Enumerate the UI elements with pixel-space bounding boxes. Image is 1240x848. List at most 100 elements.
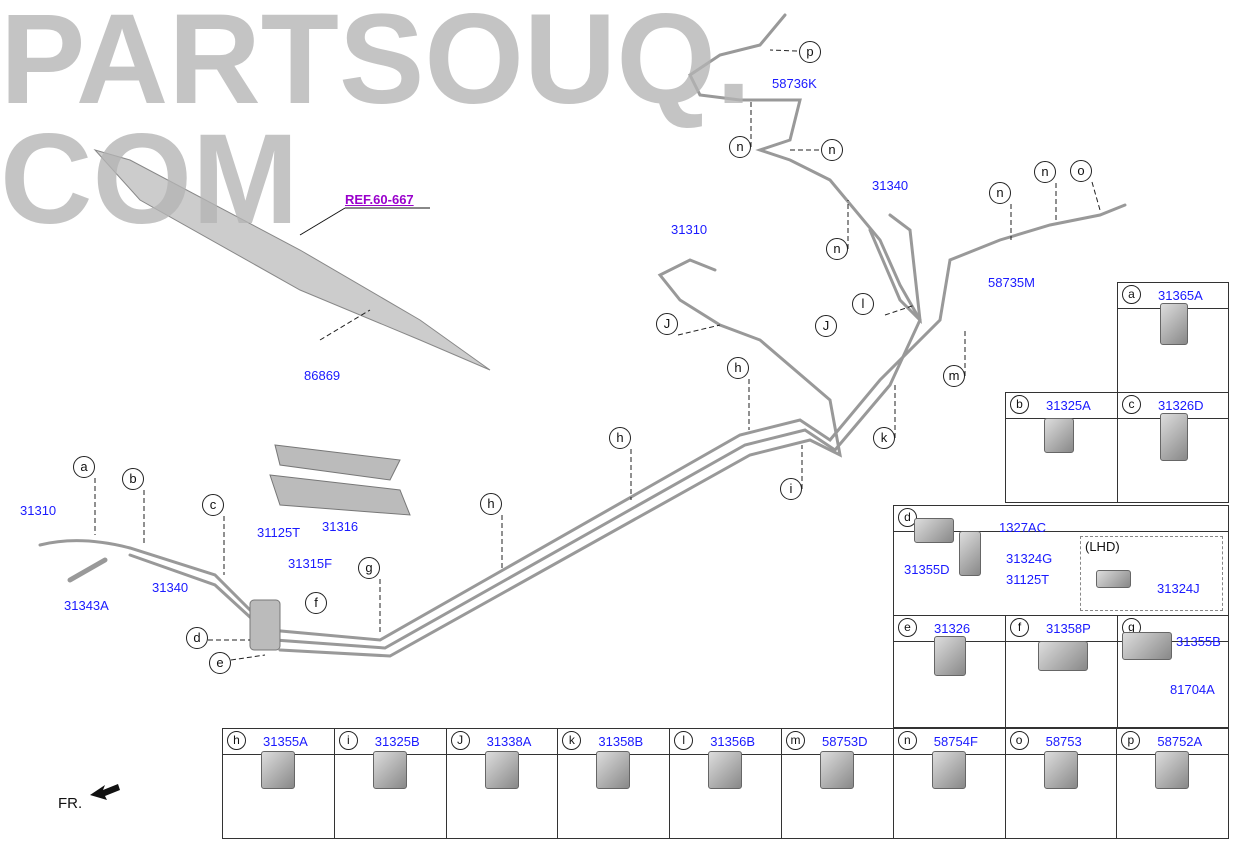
panel-part-number[interactable]: 31355A [263,734,308,749]
callout-n[interactable]: n [989,182,1011,204]
callout-l[interactable]: l [852,293,874,315]
callout-p[interactable]: p [799,41,821,63]
lhd-note: (LHD) [1085,539,1120,554]
part-label[interactable]: 31316 [322,519,359,534]
watermark: PARTSOUQ.COM [0,0,752,251]
part-image [1155,751,1190,789]
part-label[interactable]: 31343A [64,598,109,613]
part-label[interactable]: 31340 [872,178,909,193]
callout-k[interactable]: k [873,427,895,449]
panel-letter: h [227,731,246,750]
callout-e[interactable]: e [209,652,231,674]
panel-h[interactable]: h 31355A [222,728,335,839]
part-image [959,531,981,576]
part-label[interactable]: 31340 [152,580,189,595]
part-label[interactable]: 58735M [988,275,1035,290]
ref-link[interactable]: REF.60-667 [345,192,414,207]
part-image [372,751,407,789]
part-image [1122,632,1172,660]
panel-letter: d [898,508,917,527]
panel-letter: p [1121,731,1141,750]
callout-n[interactable]: n [1034,161,1056,183]
callout-f[interactable]: f [305,592,327,614]
panel-k[interactable]: k 31358B [557,728,671,839]
part-label[interactable]: 31310 [20,503,57,518]
part-image [1160,413,1188,461]
panel-a[interactable]: a 31365A [1117,282,1229,393]
part-image [1096,570,1131,588]
part-image [708,751,743,789]
part-label[interactable]: 31355D [904,562,950,577]
part-label[interactable]: 81704A [1170,682,1215,697]
callout-d[interactable]: d [186,627,208,649]
panel-part-number[interactable]: 58753 [1045,734,1082,749]
part-label[interactable]: 31315F [288,556,333,571]
panel-l[interactable]: l 31356B [669,728,783,839]
panel-part-number[interactable]: 58752A [1157,734,1203,749]
part-image [914,518,954,543]
panel-d[interactable]: d 1327AC 31324G 31355D 31125T [893,505,1229,616]
panel-part-number[interactable]: 58754F [933,734,978,749]
part-image [261,751,295,789]
panel-letter: m [786,731,805,750]
panel-i[interactable]: i 31325B [333,728,447,839]
callout-h[interactable]: h [727,357,749,379]
panel-letter: o [1009,731,1029,750]
part-label[interactable]: 58736K [772,76,817,91]
panel-part-number[interactable]: 58753D [822,734,868,749]
callout-h[interactable]: h [609,427,631,449]
part-label[interactable]: 86869 [304,368,341,383]
part-label[interactable]: 31355B [1176,634,1221,649]
part-image [1044,418,1074,453]
callout-n[interactable]: n [821,139,843,161]
callout-a[interactable]: a [73,456,95,478]
part-label[interactable]: 31310 [671,222,708,237]
panel-letter: l [674,731,694,750]
panel-part-number[interactable]: 31326 [934,621,971,636]
panel-part-number[interactable]: 31358B [598,734,644,749]
panel-part-number[interactable]: 31326D [1158,398,1204,413]
panel-m[interactable]: m 58753D [781,728,894,839]
panel-part-number[interactable]: 31325A [1046,398,1091,413]
panel-letter: i [338,731,358,750]
callout-g[interactable]: g [358,557,380,579]
part-label[interactable]: 31125T [1006,572,1050,587]
part-image [596,751,631,789]
panel-g[interactable]: g 31355B 81704A [1117,615,1229,728]
callout-c[interactable]: c [202,494,224,516]
callout-n[interactable]: n [826,238,848,260]
callout-o[interactable]: o [1070,160,1092,182]
callout-b[interactable]: b [122,468,144,490]
front-direction-label: FR. [58,795,83,812]
panel-letter: k [562,731,582,750]
part-label[interactable]: 31324J [1157,581,1200,596]
panel-o[interactable]: o 58753 [1004,728,1118,839]
lhd-variant-box: (LHD) 31324J [1080,536,1223,611]
panel-letter: a [1122,285,1141,304]
panel-part-number[interactable]: 31338A [486,734,532,749]
part-label[interactable]: 31324G [1006,551,1053,566]
part-label[interactable]: 31125T [257,525,301,540]
panel-letter: c [1122,395,1141,414]
part-image [934,636,966,676]
panel-part-number[interactable]: 31325B [374,734,420,749]
callout-i[interactable]: i [780,478,802,500]
panel-part-number[interactable]: 31358P [1046,621,1091,636]
panel-p[interactable]: p 58752A [1116,728,1230,839]
part-label[interactable]: 1327AC [999,520,1046,535]
callout-m[interactable]: m [943,365,965,387]
callout-h[interactable]: h [480,493,502,515]
panel-part-number[interactable]: 31365A [1158,288,1203,303]
callout-j[interactable]: J [815,315,837,337]
part-image [1043,751,1078,789]
panel-part-number[interactable]: 31356B [710,734,756,749]
panel-c[interactable]: c 31326D [1117,392,1229,503]
callout-j[interactable]: J [656,313,678,335]
callout-n[interactable]: n [729,136,751,158]
